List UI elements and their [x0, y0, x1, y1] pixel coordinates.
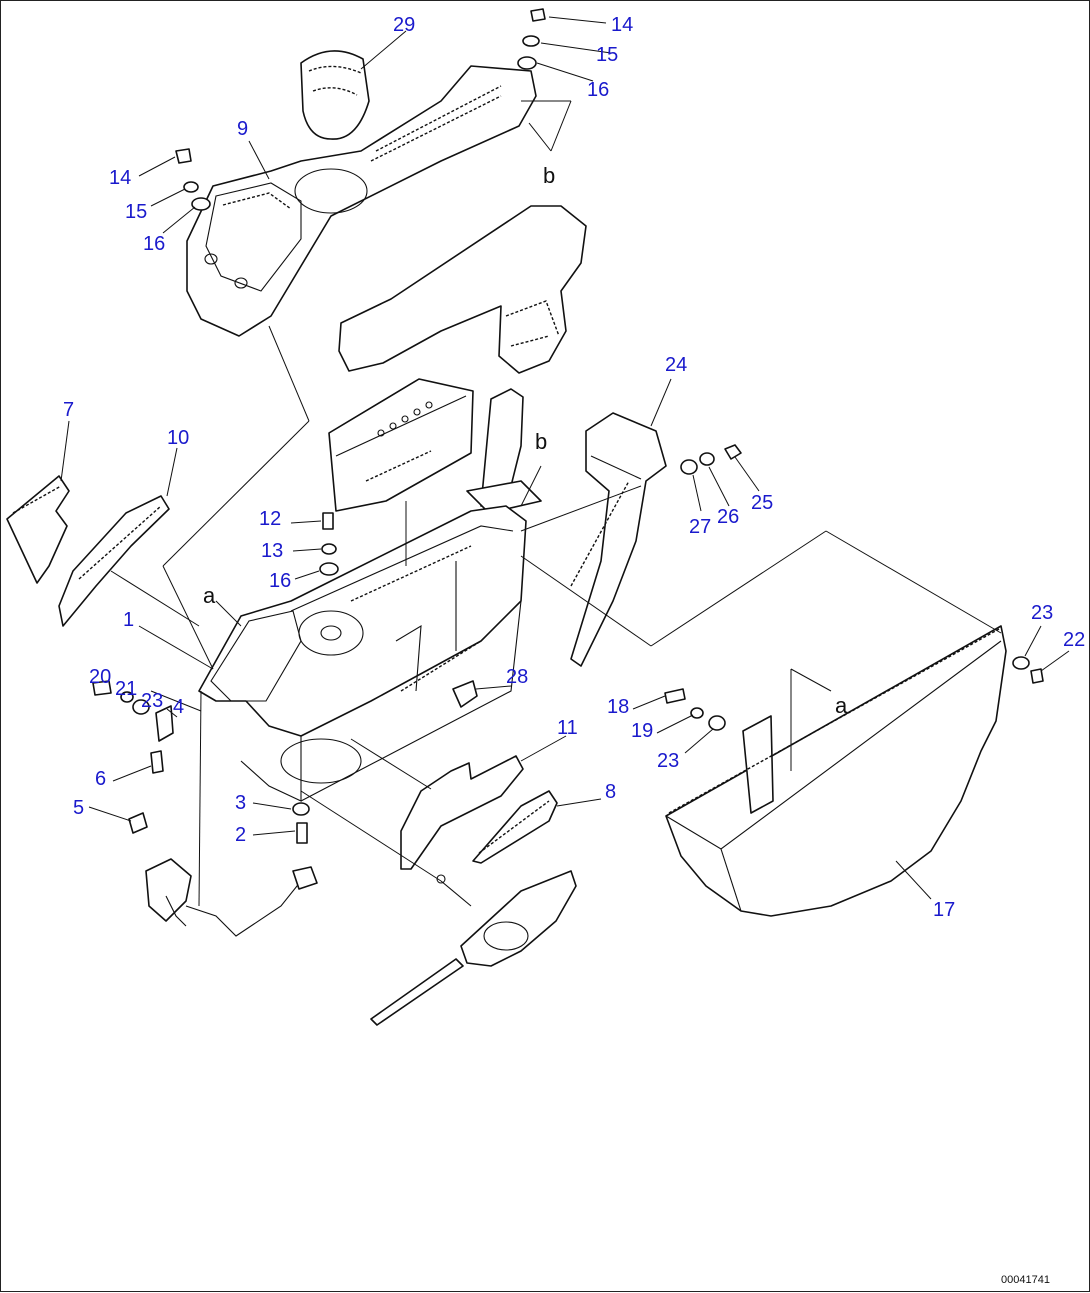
lever-stub	[466, 388, 542, 514]
ref-letter-a: a	[203, 583, 216, 608]
callout-1: 1	[123, 609, 134, 631]
callout-13: 13	[261, 540, 283, 562]
ref-letter-a: a	[835, 693, 848, 718]
armrest-pad	[338, 205, 587, 374]
callout-3: 3	[235, 792, 246, 814]
part-24-side-panel	[570, 412, 667, 667]
callout-15: 15	[125, 201, 147, 223]
callout-14: 14	[109, 167, 131, 189]
reference-letters: b b a a	[203, 163, 848, 718]
ref-letter-b: b	[535, 429, 547, 454]
part-1-console-frame	[198, 505, 527, 802]
callout-9: 9	[237, 118, 248, 140]
callout-21: 21	[115, 678, 137, 700]
part-10-panel	[58, 495, 170, 627]
callout-10: 10	[167, 427, 189, 449]
part-8-plate	[472, 790, 558, 864]
callout-6: 6	[95, 768, 106, 790]
leader-lines	[60, 16, 1070, 900]
document-id: 00041741	[1001, 1274, 1050, 1286]
callout-16: 16	[143, 233, 165, 255]
callout-16: 16	[269, 570, 291, 592]
callout-23: 23	[1031, 602, 1053, 624]
part-7-panel	[6, 475, 70, 584]
callout-12: 12	[259, 508, 281, 530]
callout-8: 8	[605, 781, 616, 803]
callout-15: 15	[596, 44, 618, 66]
callout-22: 22	[1063, 629, 1085, 651]
lever-assembly	[370, 870, 577, 1026]
part-29-knob	[300, 50, 370, 140]
ref-letter-b: b	[543, 163, 555, 188]
callout-24: 24	[665, 354, 687, 376]
callout-27: 27	[689, 516, 711, 538]
callout-28: 28	[506, 666, 528, 688]
switch-wiring-assembly	[145, 858, 318, 937]
callout-16: 16	[587, 79, 609, 101]
callout-7: 7	[63, 399, 74, 421]
small-hardware	[92, 8, 1044, 844]
part-11-plate	[400, 755, 524, 870]
callout-23: 23	[141, 690, 163, 712]
callout-17: 17	[933, 899, 955, 921]
callout-labels: 29 14 15 16 9 14 15 16 24 7 10 12 13 16 …	[63, 14, 1085, 921]
part-17-cover-box	[665, 625, 1007, 917]
callout-23: 23	[657, 750, 679, 772]
callout-18: 18	[607, 696, 629, 718]
part-9-top-cover	[186, 65, 537, 337]
callout-4: 4	[173, 696, 184, 718]
callout-29: 29	[393, 14, 415, 36]
callout-26: 26	[717, 506, 739, 528]
callout-25: 25	[751, 492, 773, 514]
callout-14: 14	[611, 14, 633, 36]
callout-19: 19	[631, 720, 653, 742]
monitor-switch-box	[328, 378, 474, 512]
callout-20: 20	[89, 666, 111, 688]
assembly-lines	[110, 325, 1002, 907]
callout-2: 2	[235, 824, 246, 846]
callout-5: 5	[73, 797, 84, 819]
callout-11: 11	[557, 717, 578, 739]
